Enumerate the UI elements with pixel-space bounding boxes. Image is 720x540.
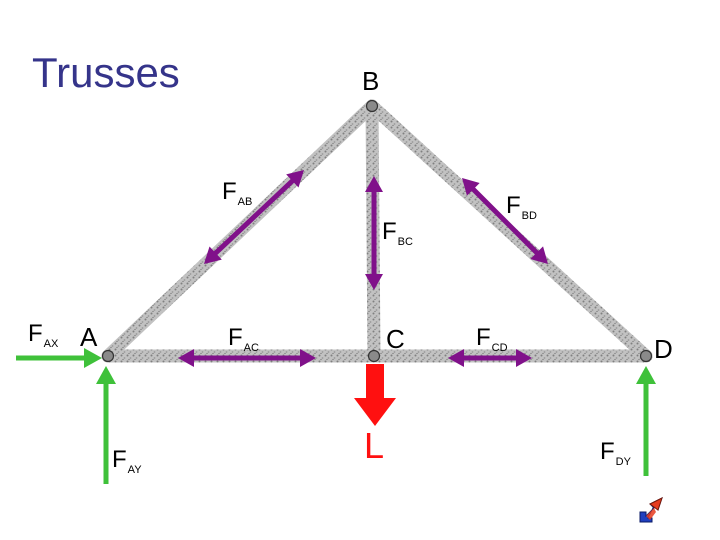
force-label-bc: FBC <box>382 218 413 248</box>
node-label-a: A <box>80 322 98 352</box>
reaction-force-arrows <box>16 348 656 484</box>
force-label-ay: FAY <box>112 446 142 476</box>
force-arrow-ac <box>178 349 316 367</box>
node-label-c: C <box>386 324 405 354</box>
load-arrow <box>354 364 396 426</box>
member-force-arrows <box>178 170 548 367</box>
joint-c <box>367 349 381 363</box>
next-slide-arrow-icon <box>639 497 663 523</box>
reaction-arrow-dy <box>636 366 656 476</box>
joints <box>101 99 653 363</box>
joint-a <box>101 349 115 363</box>
next-slide-button[interactable] <box>636 490 672 526</box>
force-label-ax: FAX <box>28 320 59 350</box>
force-label-dy: FDY <box>600 438 631 468</box>
force-arrow-cd <box>448 349 532 367</box>
reaction-arrow-ay <box>96 366 116 484</box>
load-arrow-shape <box>354 364 396 426</box>
force-label-ac: FAC <box>228 324 259 354</box>
node-label-d: D <box>654 334 673 364</box>
node-label-b: B <box>362 66 380 96</box>
force-label-cd: FCD <box>476 324 508 354</box>
truss-members <box>101 99 653 363</box>
force-arrow-bd <box>462 178 548 264</box>
slide-title: Trusses <box>32 49 180 96</box>
joint-b <box>365 99 379 113</box>
force-label-bd: FBD <box>506 192 537 222</box>
load-label: L <box>364 425 385 466</box>
joint-d <box>639 349 653 363</box>
reaction-arrow-ax <box>16 348 102 368</box>
force-arrow-ab <box>204 170 304 264</box>
force-arrow-bc <box>365 176 383 290</box>
force-label-ab: FAB <box>222 178 253 208</box>
member-bd <box>365 99 653 363</box>
